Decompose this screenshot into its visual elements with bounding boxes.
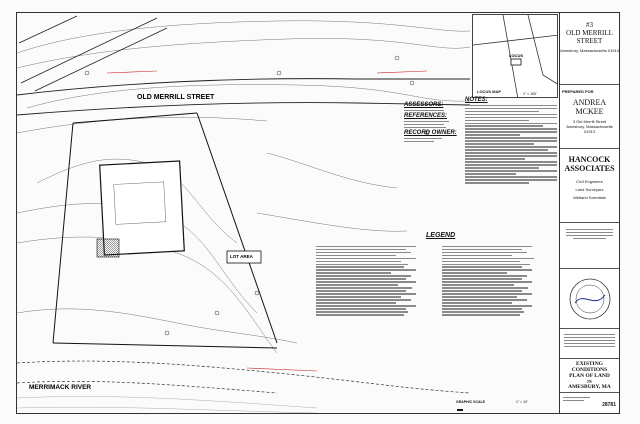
notes-heading: NOTES: <box>465 97 488 103</box>
locus-scale: 1" = 100' <box>523 92 537 96</box>
record-owner-heading: RECORD OWNER: <box>404 129 457 136</box>
lot-area-label: LOT AREA <box>230 254 254 259</box>
drawing-title-section: EXISTING CONDITIONS PLAN OF LAND IN AMES… <box>560 359 619 393</box>
legend-heading: LEGEND <box>426 232 456 239</box>
scale-text: 1" = 10' <box>516 400 528 404</box>
title-block: #3 OLD MERRILL STREET Amesbury, Massachu… <box>559 13 619 413</box>
graphic-scale <box>457 409 463 411</box>
locus-map-svg: LOCUS 1" = 100' <box>473 15 557 97</box>
firm-address-section <box>560 223 619 269</box>
legend-block: LEGEND G <box>316 232 560 412</box>
project-name: OLD MERRILL STREET <box>566 29 613 45</box>
prepared-for-label: PREPARED FOR <box>562 89 594 94</box>
project-section: #3 OLD MERRILL STREET Amesbury, Massachu… <box>560 13 619 85</box>
drawing-title-line-2: PLAN OF LAND <box>569 373 610 379</box>
client-section: PREPARED FOR ANDREA MCKEE 3 Old Merrill … <box>560 85 619 149</box>
street-label: OLD MERRILL STREET <box>137 94 215 101</box>
service-2: Land Surveyors <box>575 187 604 192</box>
assessors-heading: ASSESSORS: <box>404 102 444 108</box>
locus-map: LOCUS 1" = 100' LOCUS MAP <box>472 14 558 98</box>
references-heading: REFERENCES: <box>404 112 448 119</box>
sheet-number: 28781 <box>602 402 616 408</box>
locus-site-label: LOCUS <box>509 53 523 58</box>
scale-heading: GRAPHIC SCALE <box>456 400 485 404</box>
project-location: Amesbury, Massachusetts 01913 <box>560 48 619 53</box>
stamp-section <box>560 269 619 329</box>
references-column: ASSESSORS: REFERENCES: RECORD OWNER: <box>404 100 464 144</box>
client-address: 3 Old Merrill Street Amesbury, Massachus… <box>566 119 613 134</box>
house-footprint <box>99 160 185 256</box>
project-number: #3 <box>586 21 593 29</box>
drawing-title-line-1: EXISTING CONDITIONS <box>571 361 608 373</box>
sheet-border <box>16 12 620 414</box>
service-1: Civil Engineers <box>576 179 603 184</box>
drawing-title-line-4: AMESBURY, MA <box>568 384 611 390</box>
legend-right-column <box>442 244 552 317</box>
notes-block: NOTES: <box>465 97 557 307</box>
sheet-info-section: 28781 <box>560 393 619 411</box>
drawing-title-line-3: IN <box>587 379 592 384</box>
firm-name: HANCOCK ASSOCIATES <box>564 155 615 173</box>
client-name: ANDREA MCKEE <box>572 98 607 116</box>
river-label: MERRIMACK RIVER <box>29 384 91 391</box>
site-plan-drawing: OLD MERRILL STREET LOT AREA <box>17 13 470 413</box>
service-3: Wetland Scientists <box>573 195 606 200</box>
legend-left-column <box>316 244 434 317</box>
surveyor-stamp-icon <box>569 278 610 320</box>
revision-section <box>560 329 619 359</box>
firm-section: HANCOCK ASSOCIATES Civil Engineers Land … <box>560 149 619 223</box>
site-plan-svg: OLD MERRILL STREET LOT AREA <box>17 15 470 413</box>
locus-map-label: LOCUS MAP <box>477 89 501 94</box>
